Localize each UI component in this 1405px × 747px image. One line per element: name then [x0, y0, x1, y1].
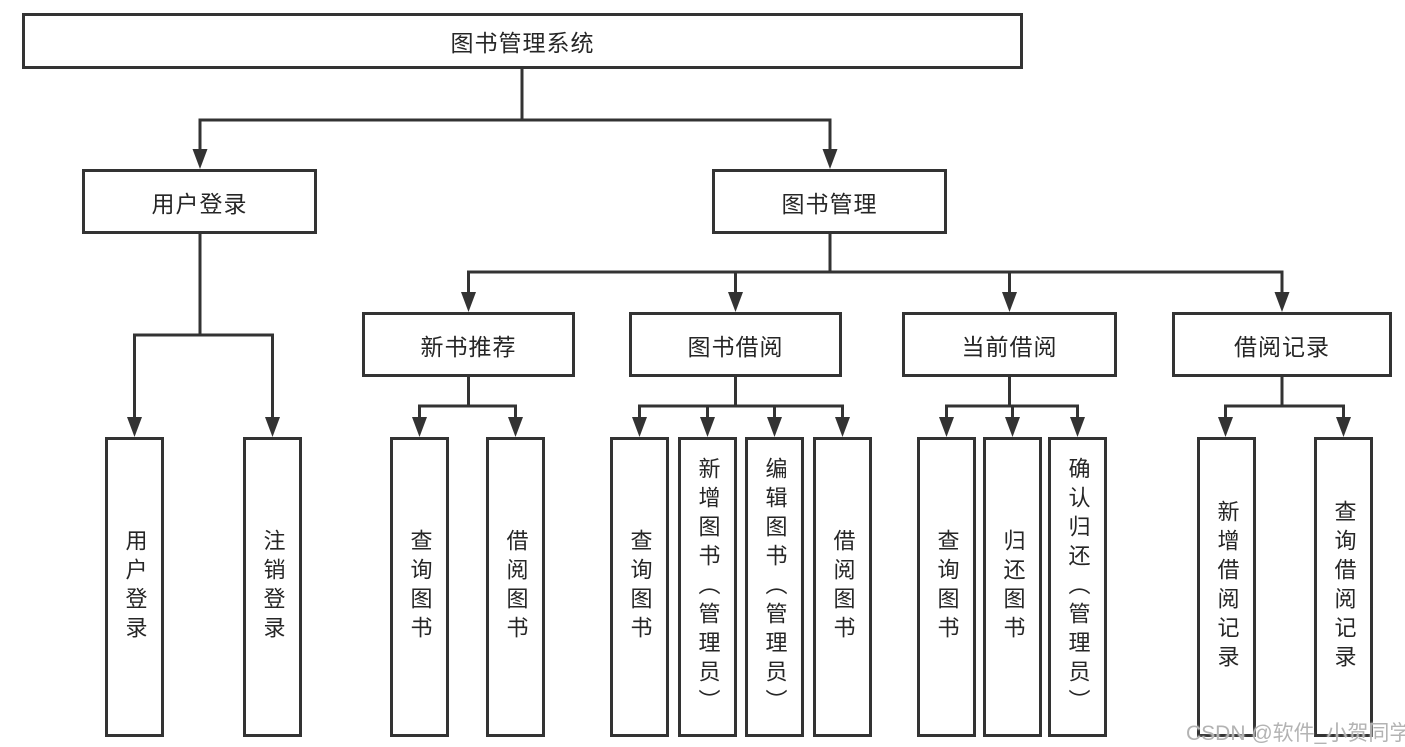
leaf-label: 查询图书 [934, 529, 960, 645]
node-leaf-edit-book-admin: 编辑图书︵管理员︶ [745, 437, 804, 737]
node-leaf-add-borrow-record: 新增借阅记录 [1197, 437, 1256, 737]
node-leaf-query-borrow-record: 查询借阅记录 [1314, 437, 1373, 737]
node-leaf-query-books-3: 查询图书 [917, 437, 976, 737]
node-leaf-return-books: 归还图书 [983, 437, 1042, 737]
node-library-management-system: 图书管理系统 [22, 13, 1023, 69]
leaf-label: 编辑图书︵管理员︶ [762, 456, 788, 718]
leaf-label: 用户登录 [122, 529, 148, 645]
node-user-login: 用户登录 [82, 169, 317, 234]
arrowhead-icons [127, 149, 1351, 437]
leaf-label: 查询图书 [407, 529, 433, 645]
node-leaf-query-books-2: 查询图书 [610, 437, 669, 737]
node-borrowing-records: 借阅记录 [1172, 312, 1392, 377]
leaf-label: 借阅图书 [830, 529, 856, 645]
node-leaf-confirm-return-admin: 确认归还︵管理员︶ [1048, 437, 1107, 737]
leaf-label: 借阅图书 [503, 529, 529, 645]
leaf-label: 新增借阅记录 [1214, 500, 1240, 674]
node-leaf-add-book-admin: 新增图书︵管理员︶ [678, 437, 737, 737]
csdn-watermark: CSDN @软件_小贺同学 [1186, 722, 1405, 745]
node-book-borrowing: 图书借阅 [629, 312, 842, 377]
node-leaf-logout: 注销登录 [243, 437, 302, 737]
leaf-label: 查询图书 [627, 529, 653, 645]
node-leaf-query-books-1: 查询图书 [390, 437, 449, 737]
node-current-borrowing: 当前借阅 [902, 312, 1117, 377]
leaf-label: 查询借阅记录 [1331, 500, 1357, 674]
node-new-book-recommendation: 新书推荐 [362, 312, 575, 377]
node-leaf-borrow-books-2: 借阅图书 [813, 437, 872, 737]
leaf-label: 归还图书 [1000, 529, 1026, 645]
node-leaf-borrow-books-1: 借阅图书 [486, 437, 545, 737]
node-book-management: 图书管理 [712, 169, 947, 234]
node-leaf-user-login: 用户登录 [105, 437, 164, 737]
leaf-label: 注销登录 [260, 529, 286, 645]
leaf-label: 确认归还︵管理员︶ [1065, 456, 1091, 718]
leaf-label: 新增图书︵管理员︶ [695, 456, 721, 718]
